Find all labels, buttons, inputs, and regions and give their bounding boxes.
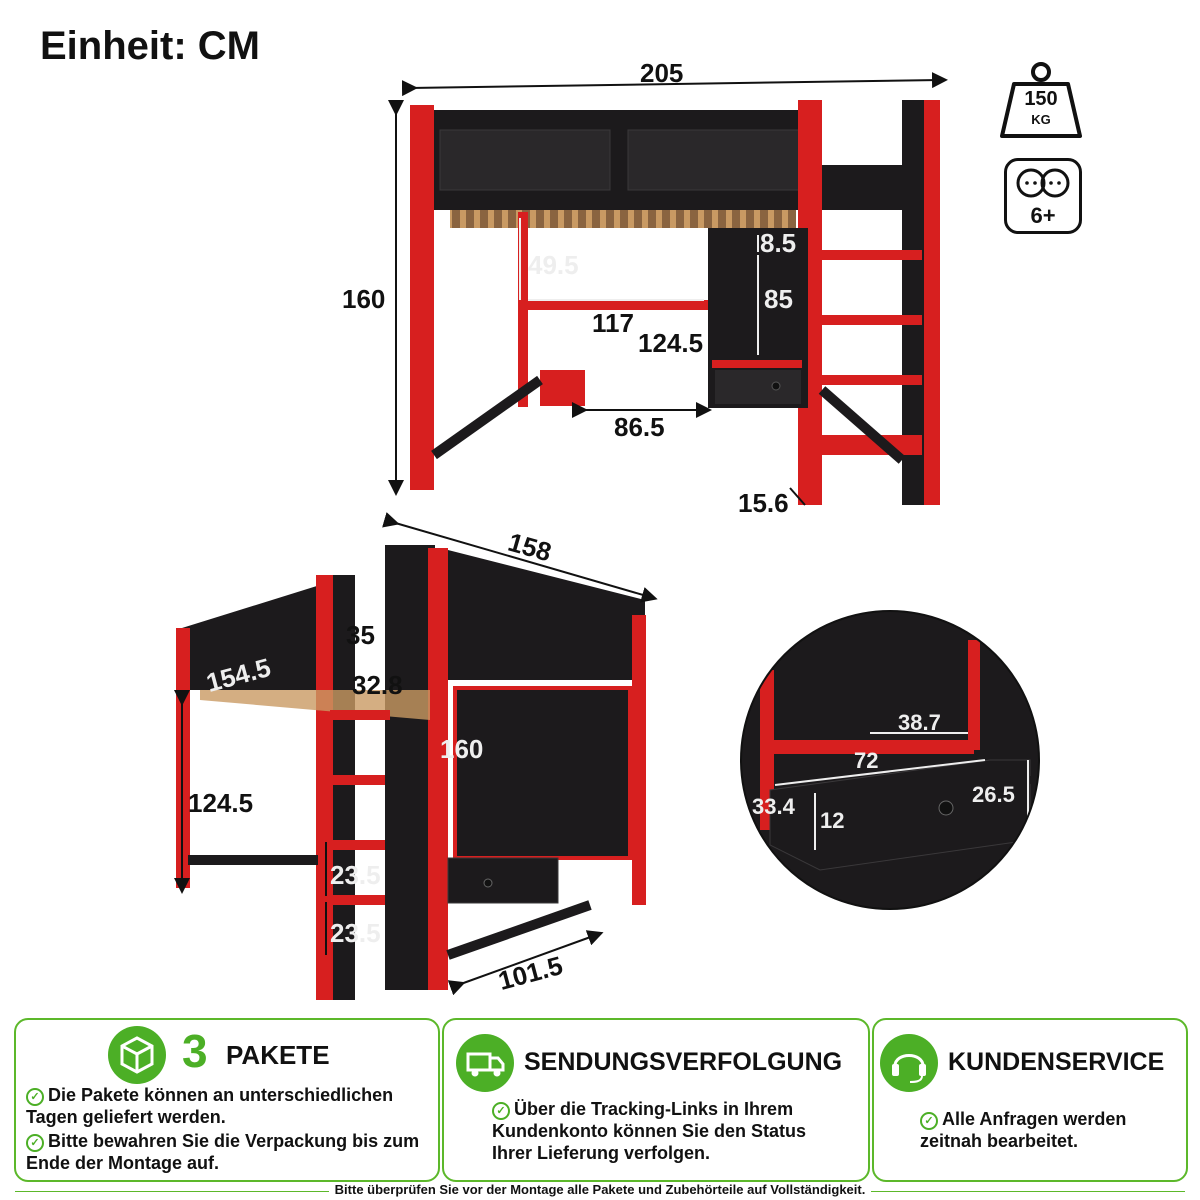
dim-step1: 23.5 [330, 860, 381, 890]
age-label: 6+ [1030, 203, 1056, 228]
dim-total-height: 160 [440, 734, 484, 764]
weight-icon: 150 KG [1000, 60, 1082, 140]
panel-tracking: SENDUNGSVERFOLGUNG ✓Über die Tracking-Li… [442, 1018, 870, 1182]
bed-slat [788, 210, 796, 228]
age-icon: 6+ [1004, 158, 1082, 234]
bed-slat [466, 210, 474, 228]
bed-slat [480, 210, 488, 228]
bed-slat [676, 210, 684, 228]
dim-drawer-depth: 33.4 [752, 794, 795, 819]
bed-slat [704, 210, 712, 228]
headset-icon [880, 1034, 938, 1092]
bed-slat [718, 210, 726, 228]
slats [450, 210, 796, 228]
packages-number: 3 [182, 1025, 208, 1077]
bed-slat [592, 210, 600, 228]
check-icon: ✓ [26, 1088, 44, 1106]
dim-knee-space: 86.5 [614, 412, 665, 442]
panel-customer-service: KUNDENSERVICE ✓Alle Anfragen werden zeit… [872, 1018, 1188, 1182]
bed-slat [732, 210, 740, 228]
drawer-detail [740, 610, 1040, 910]
bed-illustrations [174, 72, 1040, 1000]
front-view-bed [388, 72, 948, 506]
dim-desk-width: 117 [592, 308, 634, 338]
dim-step2: 23.5 [330, 918, 381, 948]
dim-rail-width: 35 [346, 620, 375, 650]
children-faces-icon [1016, 168, 1070, 198]
bed-slat [774, 210, 782, 228]
dim-cabinet-height: 85 [764, 284, 793, 314]
bed-slat [564, 210, 572, 228]
packages-bullet-1: ✓Die Pakete können an unterschiedlichen … [26, 1085, 394, 1127]
bed-slat [690, 210, 698, 228]
dim-underbed-height: 124.5 [188, 788, 254, 818]
check-icon: ✓ [920, 1112, 938, 1130]
unit-label: Einheit: CM [40, 24, 260, 68]
dim-inner-width: 38.7 [898, 710, 941, 735]
service-bullet-1: ✓Alle Anfragen werden zeitnah bearbeitet… [920, 1109, 1127, 1151]
truck-icon [456, 1034, 514, 1092]
check-icon: ✓ [26, 1134, 44, 1152]
dim-drawer-front: 26.5 [972, 782, 1015, 807]
dim-desk-surface: 124.5 [638, 328, 704, 358]
dim-drawer-height: 12 [820, 808, 845, 833]
bed-slat [452, 210, 460, 228]
weight-unit: KG [1031, 112, 1051, 127]
bed-slat [634, 210, 642, 228]
bed-slat [760, 210, 768, 228]
bed-slat [536, 210, 544, 228]
dim-shelf-top: 8.5 [760, 228, 797, 258]
weight-value: 150 [1024, 88, 1058, 110]
dim-rail-height: 32.8 [352, 670, 403, 700]
panel-packages: 3 PAKETE ✓Die Pakete können an unterschi… [14, 1018, 440, 1182]
bed-slat [648, 210, 656, 228]
tracking-title: SENDUNGSVERFOLGUNG [524, 1048, 843, 1076]
side-view-bed [174, 512, 658, 1000]
dim-desk-height-gap: 49.5 [528, 250, 579, 280]
dim-ladder-depth: 15.6 [738, 488, 789, 518]
bed-slat [508, 210, 516, 228]
dim-drawer-width: 72 [854, 748, 879, 773]
bed-slat [578, 210, 586, 228]
packages-bullet-2: ✓Bitte bewahren Sie die Verpackung bis z… [26, 1131, 420, 1173]
tracking-bullet-1: ✓Über die Tracking-Links in Ihrem Kunden… [492, 1099, 807, 1163]
packages-title: PAKETE [226, 1040, 330, 1070]
bed-slat [550, 210, 558, 228]
bed-slat [494, 210, 502, 228]
bed-slat [620, 210, 628, 228]
check-icon: ✓ [492, 1102, 510, 1120]
bed-slat [746, 210, 754, 228]
package-icon [108, 1026, 166, 1084]
bed-slat [606, 210, 614, 228]
footer-note: Bitte überprüfen Sie vor der Montage all… [0, 1182, 1200, 1200]
bed-slat [662, 210, 670, 228]
service-title: KUNDENSERVICE [948, 1048, 1165, 1076]
dim-width: 205 [640, 58, 684, 88]
dim-height: 160 [342, 284, 386, 314]
